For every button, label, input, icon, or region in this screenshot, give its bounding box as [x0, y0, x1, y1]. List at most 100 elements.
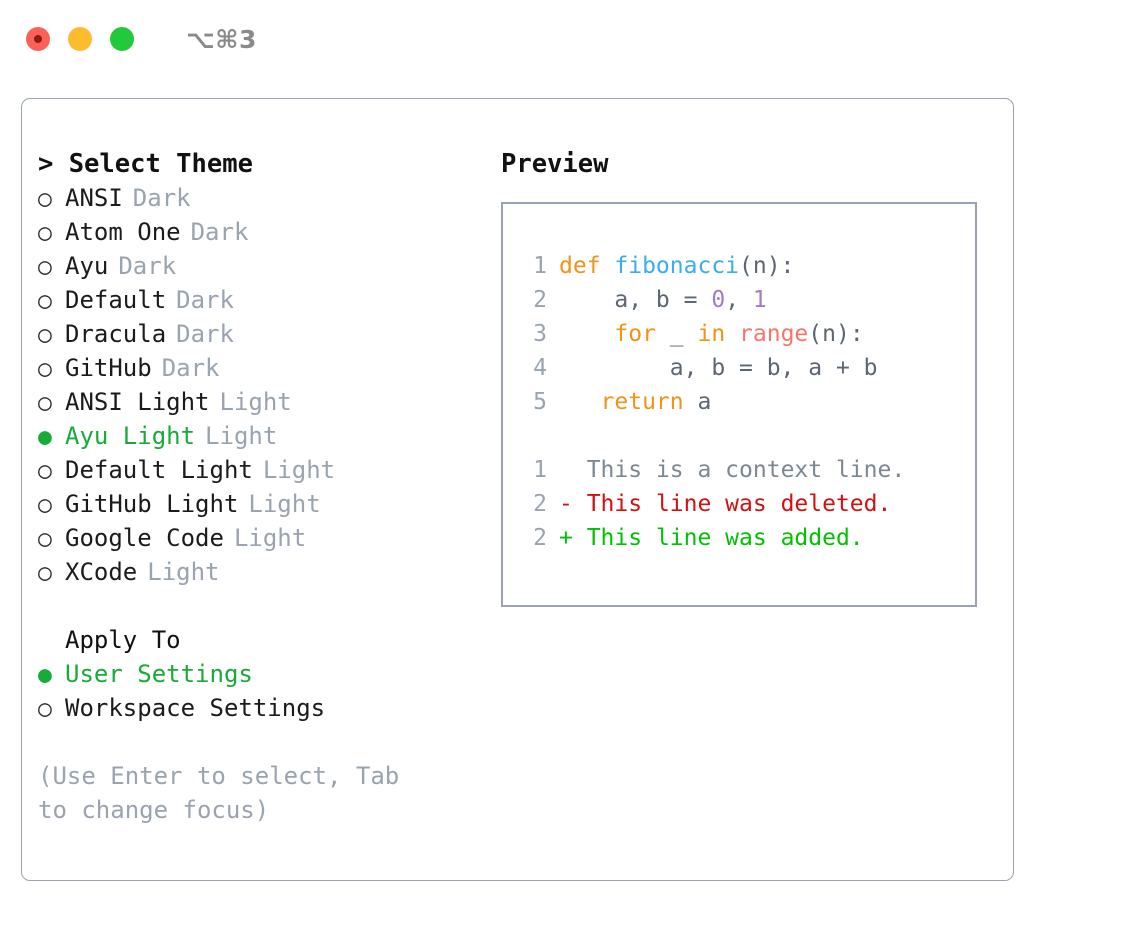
apply-to-heading: Apply To: [65, 626, 181, 654]
line-number: 3: [533, 321, 547, 347]
token-fn: fibonacci: [614, 253, 740, 279]
line-number: 5: [533, 389, 547, 415]
minimize-window-button[interactable]: [68, 27, 92, 51]
radio-unselected-icon: ○: [38, 254, 52, 280]
close-window-button[interactable]: [26, 27, 50, 51]
theme-name-label: XCode: [65, 558, 138, 586]
radio-unselected-icon: ○: [38, 220, 52, 246]
code-line: 5 return a: [503, 385, 975, 419]
theme-name-label: Dracula: [65, 320, 167, 348]
apply-to-option-label: Workspace Settings: [65, 694, 326, 722]
line-number: 1: [533, 457, 547, 483]
code-line: 2 a, b = 0, 1: [503, 283, 975, 317]
token-txt: [559, 321, 614, 347]
traffic-lights: [26, 27, 134, 51]
radio-unselected-icon: ○: [38, 186, 52, 212]
apply-to-section: Apply To ● User Settings ○ Workspace Settin…: [38, 623, 498, 725]
radio-selected-icon: ●: [38, 662, 52, 688]
token-txt: [725, 321, 739, 347]
token-punc: ,: [725, 287, 753, 313]
theme-variant-label: Dark: [118, 252, 177, 280]
radio-unselected-icon: ○: [38, 560, 52, 586]
theme-variant-label: Light: [205, 422, 278, 450]
diff-sample: 1 This is a context line.2- This line wa…: [503, 453, 975, 555]
theme-name-label: ANSI: [65, 184, 123, 212]
code-line: 3 for _ in range(n):: [503, 317, 975, 351]
select-theme-heading: > Select Theme: [38, 149, 253, 179]
theme-list-item[interactable]: ○ GitHub Dark: [38, 351, 498, 385]
theme-name-label: GitHub: [65, 354, 152, 382]
apply-to-option[interactable]: ○ Workspace Settings: [38, 691, 498, 725]
token-num: 1: [752, 287, 767, 313]
code-text: def fibonacci(n):: [559, 249, 794, 283]
token-txt: a, b = b, a + b: [559, 355, 878, 381]
diff-line: 2- This line was deleted.: [503, 487, 975, 521]
apply-to-option-label: User Settings: [65, 660, 253, 688]
radio-selected-icon: ●: [38, 424, 52, 450]
token-punc: (n):: [808, 321, 864, 347]
theme-variant-label: Dark: [190, 218, 249, 246]
code-text: for _ in range(n):: [559, 317, 864, 351]
token-kw: return: [600, 389, 684, 415]
title-bar: ⌥⌘3: [0, 0, 1140, 78]
token-txt: _: [655, 321, 698, 347]
token-txt: [559, 389, 601, 415]
line-number: 1: [533, 253, 547, 279]
token-num: 0: [711, 287, 726, 313]
theme-name-label: Ayu Light: [65, 422, 196, 450]
radio-unselected-icon: ○: [38, 458, 52, 484]
theme-variant-label: Dark: [176, 286, 234, 314]
theme-list-item[interactable]: ○ Atom One Dark: [38, 215, 498, 249]
radio-unselected-icon: ○: [38, 696, 52, 722]
line-number: 2: [533, 287, 547, 313]
theme-name-label: ANSI Light: [65, 388, 210, 416]
theme-list-item[interactable]: ○ Default Dark: [38, 283, 498, 317]
line-number: 4: [533, 355, 547, 381]
diff-line: 2 + This line was added.: [503, 521, 975, 555]
theme-name-label: Google Code: [65, 524, 224, 552]
code-text: a, b = 0, 1: [559, 283, 767, 317]
radio-unselected-icon: ○: [38, 390, 52, 416]
radio-unselected-icon: ○: [38, 288, 52, 314]
diff-text: This line was added.: [572, 525, 864, 551]
keyboard-hint-text: (Use Enter to select, Tab to change focu…: [38, 762, 400, 824]
theme-name-label: Atom One: [65, 218, 181, 246]
apply-to-option[interactable]: ● User Settings: [38, 657, 498, 691]
maximize-window-button[interactable]: [110, 27, 134, 51]
theme-variant-label: Dark: [161, 354, 220, 382]
code-text: a, b = b, a + b: [559, 351, 878, 385]
token-txt: a, b =: [559, 287, 712, 313]
theme-variant-label: Light: [233, 524, 307, 552]
theme-name-label: Default: [65, 286, 167, 314]
code-line: 1 def fibonacci(n):: [503, 249, 975, 283]
radio-unselected-icon: ○: [38, 356, 52, 382]
line-number: 2: [533, 525, 547, 551]
radio-unselected-icon: ○: [38, 526, 52, 552]
diff-sign: +: [559, 525, 573, 551]
theme-variant-label: Dark: [132, 184, 191, 212]
code-line: 4 a, b = b, a + b: [503, 351, 975, 385]
theme-name-label: GitHub Light: [65, 490, 239, 518]
window-shortcut-label: ⌥⌘3: [186, 24, 257, 54]
theme-list-item[interactable]: ○ Google Code Light: [38, 521, 498, 555]
token-punc: (n):: [739, 253, 795, 279]
diff-sign: -: [559, 491, 573, 517]
theme-list-item[interactable]: ○ ANSI Dark: [38, 181, 498, 215]
apply-to-list[interactable]: ● User Settings ○ Workspace Settings: [38, 657, 498, 725]
diff-line: 1 This is a context line.: [503, 453, 975, 487]
theme-list-item[interactable]: ● Ayu Light Light: [38, 419, 498, 453]
theme-variant-label: Dark: [176, 320, 234, 348]
token-kw: def: [559, 253, 615, 279]
